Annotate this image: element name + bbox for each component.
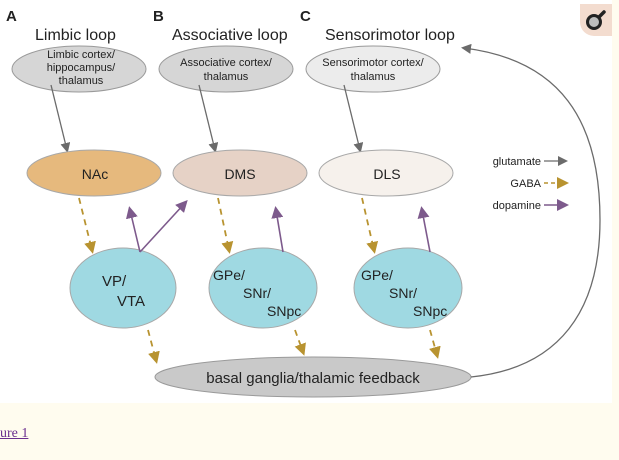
legend-label-glutamate: glutamate: [493, 156, 541, 168]
dopamine-arrow: [139, 200, 188, 253]
panel-letter-a: A: [6, 8, 17, 25]
panel-title-associative: Associative loop: [172, 27, 288, 44]
output-label: VTA: [117, 293, 145, 310]
panel-title-sensorimotor: Sensorimotor loop: [325, 27, 455, 44]
gaba-arrow: [217, 197, 234, 254]
cortex-label: Associative cortex/: [180, 57, 273, 69]
output-label: GPe/: [361, 267, 393, 283]
cortex-node-associative: Associative cortex/ thalamus: [158, 45, 294, 93]
cortex-node-sensorimotor: Sensorimotor cortex/ thalamus: [305, 45, 441, 93]
gaba-arrow: [147, 329, 160, 364]
striatum-label: DLS: [373, 166, 400, 182]
output-label: SNr/: [389, 285, 417, 301]
output-label: GPe/: [213, 267, 245, 283]
glutamate-arrow: [343, 84, 364, 153]
output-node-gpe-snr-snpc-b: GPe/ SNr/ SNpc: [208, 247, 318, 329]
gaba-arrow: [78, 197, 96, 254]
cortex-label: Sensorimotor cortex/: [322, 57, 424, 69]
cortex-node-limbic: Limbic cortex/ hippocampus/ thalamus: [11, 45, 147, 93]
feedback-node: basal ganglia/thalamic feedback: [154, 356, 472, 398]
gaba-arrow: [429, 329, 441, 359]
panel-title-limbic: Limbic loop: [35, 27, 116, 44]
glutamate-arrow: [50, 84, 71, 153]
panel-letter-b: B: [153, 8, 164, 25]
striatum-label: NAc: [82, 166, 108, 182]
figure-diagram: A Limbic loop B Associative loop C Senso…: [0, 0, 612, 403]
output-node-vp-vta: VP/ VTA: [69, 247, 177, 329]
striatum-node-dls: DLS: [318, 149, 454, 197]
legend-label-dopamine: dopamine: [493, 200, 541, 212]
cortex-label: thalamus: [59, 75, 104, 87]
cortex-label: thalamus: [351, 71, 396, 83]
gaba-arrow: [294, 329, 306, 356]
panel-letter-c: C: [300, 8, 311, 25]
feedback-label: basal ganglia/thalamic feedback: [206, 370, 420, 387]
cortex-label: hippocampus/: [47, 62, 116, 74]
striatum-node-dms: DMS: [172, 149, 308, 197]
gaba-arrow: [361, 197, 379, 254]
glutamate-arrow: [198, 84, 219, 153]
output-label: SNpc: [267, 303, 301, 319]
magnifier-icon: [586, 10, 606, 30]
legend-label-gaba: GABA: [510, 178, 541, 190]
striatum-node-nac: NAc: [26, 149, 162, 197]
legend: glutamate GABA dopamine: [493, 156, 569, 212]
output-label: VP/: [102, 273, 127, 290]
zoom-figure-button[interactable]: [580, 4, 612, 36]
feedback-loop-arrow: [461, 43, 601, 378]
output-label: SNpc: [413, 303, 447, 319]
output-label: SNr/: [243, 285, 271, 301]
output-node-gpe-snr-snpc-c: GPe/ SNr/ SNpc: [353, 247, 463, 329]
figure-link[interactable]: ure 1: [0, 426, 29, 441]
dopamine-arrow: [417, 206, 431, 253]
striatum-label: DMS: [224, 166, 255, 182]
dopamine-arrow: [126, 206, 141, 253]
cortex-label: Limbic cortex/: [47, 49, 116, 61]
cortex-label: thalamus: [204, 71, 249, 83]
dopamine-arrow: [271, 206, 284, 253]
